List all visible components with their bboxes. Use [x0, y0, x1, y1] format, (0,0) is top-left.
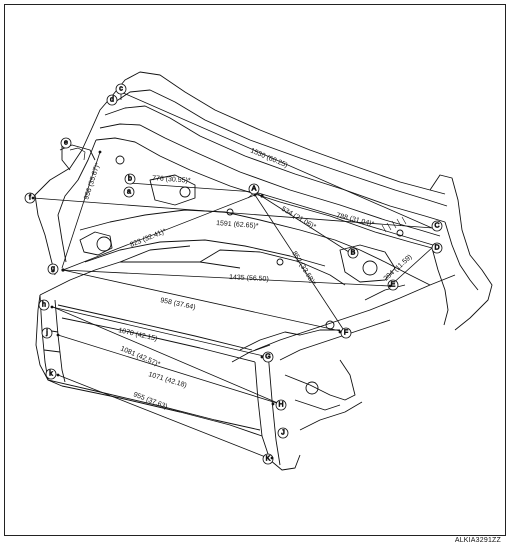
dimline-955: [57, 374, 269, 459]
dim-label-1081: 1081 (42.57)*: [119, 345, 161, 368]
dimline-823: [62, 194, 256, 271]
dim-label-1435: 1435 (56.50): [229, 274, 269, 283]
svg-text:E: E: [391, 282, 396, 289]
svg-text:D: D: [434, 245, 439, 252]
point-B: B: [347, 247, 359, 259]
dim-label-534: 534 (21.06)*: [280, 206, 317, 231]
measurement-points: A B C D E F G H J K a b c d e f g h j k: [24, 83, 443, 465]
dimline-1081: [52, 306, 281, 405]
dim-label-1591: 1591 (62.65)*: [216, 220, 259, 230]
svg-text:a: a: [127, 189, 131, 196]
svg-text:c: c: [119, 86, 123, 93]
dim-label-956: 956 (35.67)*: [83, 162, 102, 201]
point-C: C: [431, 220, 443, 232]
point-a: a: [123, 186, 135, 198]
datum-dots: [31, 150, 392, 460]
dim-label-1070: 1070 (42.15): [118, 327, 158, 343]
point-j: j: [41, 327, 53, 339]
svg-text:F: F: [344, 330, 348, 337]
point-G: G: [262, 351, 274, 363]
point-d: d: [106, 94, 118, 106]
dimline-852: [254, 194, 346, 333]
svg-text:B: B: [351, 250, 356, 257]
point-g: g: [47, 263, 59, 275]
dimline-1591: [32, 197, 434, 229]
point-F: F: [340, 327, 352, 339]
body-structure: [34, 71, 493, 471]
svg-text:d: d: [110, 97, 114, 104]
point-k: k: [45, 368, 57, 380]
dimline-956: [61, 151, 101, 269]
svg-text:J: J: [281, 430, 285, 437]
point-K: K: [262, 453, 274, 465]
figure-id: ALKIA3291ZZ: [454, 537, 501, 544]
point-J: J: [277, 427, 289, 439]
dimline-958: [62, 269, 346, 333]
dim-label-823: 823 (32.41)*: [129, 228, 168, 249]
point-H: H: [275, 399, 287, 411]
svg-text:k: k: [49, 371, 53, 378]
dim-label-1530: 1530 (60.25): [249, 147, 288, 169]
svg-text:f: f: [29, 195, 31, 202]
dimension-labels: 1530 (60.25) 776 (30.55)* 956 (35.67)* 7…: [83, 147, 413, 410]
svg-text:A: A: [252, 186, 257, 193]
point-f: f: [24, 192, 36, 204]
point-h: h: [38, 299, 50, 311]
svg-text:C: C: [434, 223, 439, 230]
dimline-294: [389, 246, 434, 287]
dim-label-958: 958 (37.64): [160, 297, 196, 311]
dimline-1435: [62, 269, 391, 287]
dimline-1070: [51, 306, 269, 358]
point-c: c: [115, 83, 127, 95]
point-b: b: [124, 173, 136, 185]
svg-text:H: H: [278, 402, 283, 409]
dimline-788: [254, 191, 434, 246]
point-E: E: [387, 279, 399, 291]
svg-text:h: h: [42, 302, 46, 309]
drawing-frame: [4, 4, 506, 536]
point-D: D: [431, 242, 443, 254]
dimline-534: [254, 191, 353, 255]
point-e: e: [60, 137, 72, 149]
svg-text:K: K: [266, 456, 271, 463]
dimline-776: [128, 182, 256, 193]
dim-label-1071: 1071 (42.18): [147, 371, 187, 389]
dim-label-776: 776 (30.55)*: [152, 175, 191, 185]
svg-text:g: g: [51, 266, 55, 273]
dimline-1530: [120, 91, 433, 229]
svg-text:b: b: [128, 176, 132, 183]
svg-text:e: e: [64, 140, 68, 147]
svg-text:j: j: [45, 330, 48, 337]
point-A: A: [248, 183, 260, 195]
dimension-lines: [32, 91, 434, 459]
svg-text:G: G: [265, 354, 270, 361]
dimline-1071: [57, 334, 281, 405]
